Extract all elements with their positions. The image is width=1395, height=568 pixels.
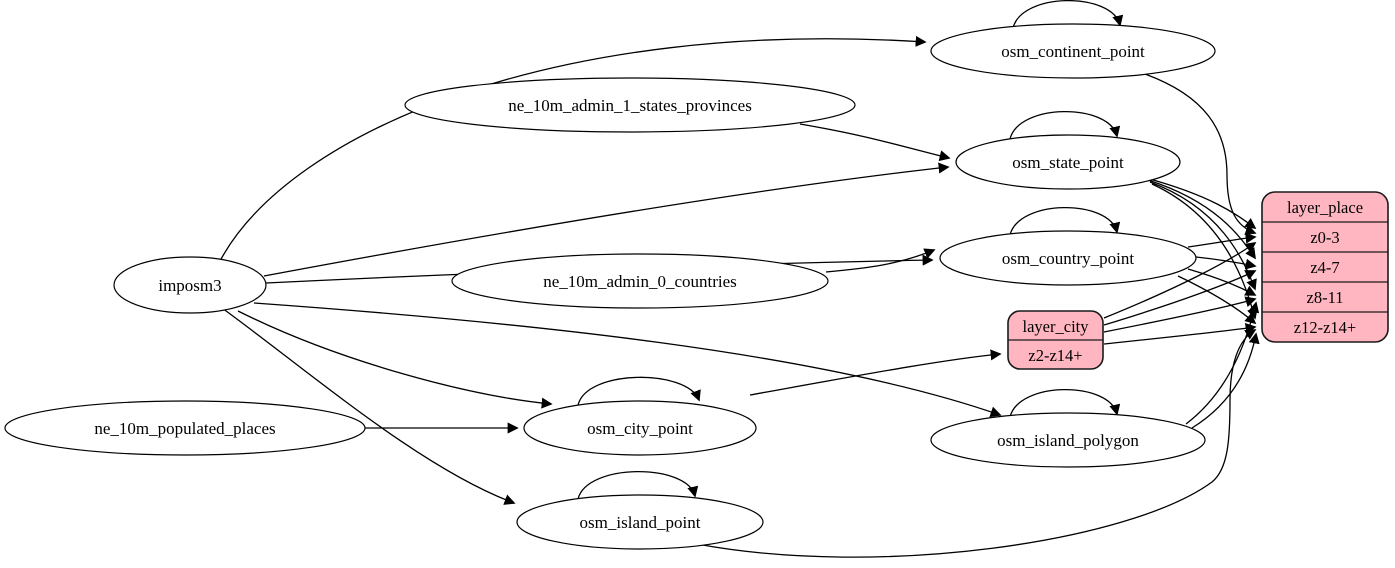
edge-layer-city-to-layer-place-z0-3 [1103, 242, 1257, 319]
node-osm-country-point: osm_country_point [939, 230, 1197, 286]
ne-10m-admin-1-states-provinces-ellipse [404, 77, 856, 133]
edge-ne-10m-admin-0-countries-to-osm-country-point [825, 248, 936, 273]
layer-place-row-z8-11: z8-11 [1307, 288, 1344, 307]
layer-place-row-z12-z14: z12-z14+ [1294, 318, 1356, 337]
self-loop-osm-city-point [577, 376, 701, 406]
edge-osm-island-polygon-to-layer-place-z12-z14 [1191, 332, 1260, 429]
node-imposm3: imposm3 [113, 256, 267, 314]
edge-layer-city-to-layer-place-z8-11 [1103, 296, 1257, 333]
self-loop-osm-island-polygon [1009, 389, 1121, 418]
self-loop-osm-country-point [1009, 207, 1121, 236]
ne-10m-populated-places-ellipse [4, 400, 366, 456]
osm-state-point-label: osm_state_point [1012, 153, 1124, 172]
edge-osm-continent-point-to-layer-place-z0-3 [1144, 73, 1257, 235]
edge-osm-island-point-to-layer-place-z12-z14 [696, 329, 1257, 558]
edge-osm-country-point-to-layer-place-z0-3 [1187, 232, 1257, 248]
osm-city-point-label: osm_city_point [587, 419, 693, 438]
imposm3-ellipse [113, 256, 267, 314]
osm-island-point-ellipse [516, 494, 764, 550]
edge-imposm3-to-osm-island-point [221, 307, 516, 505]
imposm3-label: imposm3 [158, 276, 221, 295]
layer-city-row-z2-z14: z2-z14+ [1028, 346, 1082, 365]
node-osm-city-point: osm_city_point [523, 400, 757, 456]
layer-place-row-z4-7: z4-7 [1310, 258, 1339, 277]
edge-imposm3-to-osm-continent-point [219, 35, 927, 262]
node-ne-10m-populated-places: ne_10m_populated_places [4, 400, 366, 456]
osm-island-polygon-ellipse [930, 412, 1206, 468]
osm-continent-point-label: osm_continent_point [1001, 42, 1145, 61]
node-ne-10m-admin-0-countries: ne_10m_admin_0_countries [451, 253, 829, 309]
node-osm-island-polygon: osm_island_polygon [930, 412, 1206, 468]
osm-continent-point-ellipse [930, 23, 1216, 79]
edge-osm-island-polygon-to-layer-place-z8-11 [1185, 301, 1260, 425]
ne-10m-admin-0-countries-ellipse [451, 253, 829, 309]
edge-imposm3-to-osm-city-point [237, 310, 553, 409]
edge-osm-country-point-to-layer-place-z12-z14 [1177, 275, 1257, 325]
self-loop-osm-continent-point [1012, 0, 1124, 29]
node-layer-place: layer_place z0-3 z4-7 z8-11 z12-z14+ [1261, 191, 1389, 343]
self-loop-osm-island-point [577, 470, 699, 500]
edge-imposm3-to-osm-island-polygon [253, 302, 1002, 418]
osm-state-point-ellipse [955, 134, 1181, 190]
node-osm-continent-point: osm_continent_point [930, 23, 1216, 79]
edge-layer-city-to-layer-place-z12-z14 [1103, 322, 1257, 345]
edge-osm-country-point-to-layer-place-z4-7 [1195, 256, 1257, 270]
node-ne-10m-admin-1-states-provinces: ne_10m_admin_1_states_provinces [404, 77, 856, 133]
ne-10m-populated-places-label: ne_10m_populated_places [94, 419, 275, 438]
node-osm-island-point: osm_island_point [516, 494, 764, 550]
node-osm-state-point: osm_state_point [955, 134, 1181, 190]
ne-10m-admin-0-countries-label: ne_10m_admin_0_countries [543, 272, 737, 291]
layer-place-box [1261, 191, 1389, 343]
osm-city-point-ellipse [523, 400, 757, 456]
osm-country-point-ellipse [939, 230, 1197, 286]
osm-island-polygon-label: osm_island_polygon [997, 431, 1139, 450]
edge-imposm3-to-osm-state-point [263, 162, 950, 277]
edge-layer-city-to-layer-place-z4-7 [1103, 270, 1257, 326]
layer-city-title: layer_city [1023, 317, 1090, 336]
ne-10m-admin-1-states-provinces-label: ne_10m_admin_1_states_provinces [508, 96, 752, 115]
node-layer-city: layer_city z2-z14+ [1007, 310, 1104, 370]
layer-place-title: layer_place [1287, 198, 1363, 217]
edge-osm-city-point-to-layer-city-z2-z14 [749, 349, 1002, 396]
layer-place-row-z0-3: z0-3 [1310, 228, 1339, 247]
edge-ne-10m-admin-1-states-provinces-to-osm-state-point [799, 123, 951, 162]
osm-country-point-label: osm_country_point [1002, 249, 1134, 268]
self-loop-osm-state-point [1009, 111, 1121, 140]
edge-osm-country-point-to-layer-place-z8-11 [1187, 268, 1257, 296]
osm-island-point-label: osm_island_point [580, 513, 701, 532]
edges [219, 0, 1260, 558]
edge-osm-state-point-to-layer-place-z0-3 [1145, 177, 1257, 229]
